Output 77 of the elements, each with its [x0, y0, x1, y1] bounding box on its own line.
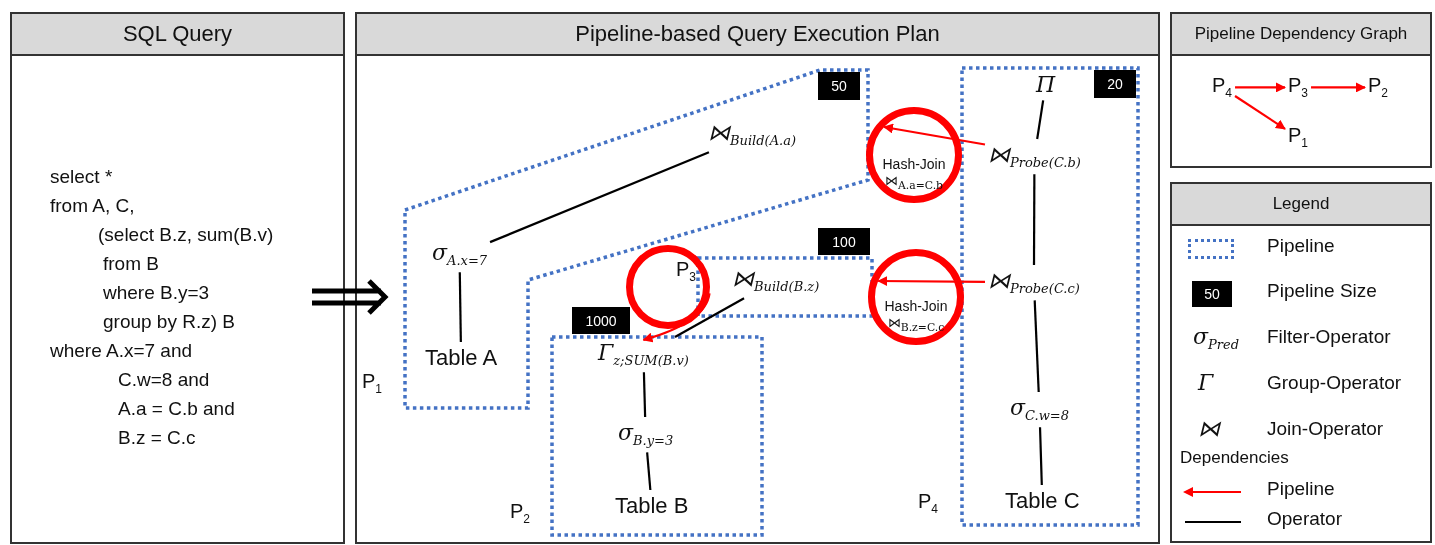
legend-symbol: ⋈: [1198, 416, 1220, 442]
arrow: [1311, 82, 1366, 93]
panel-header: SQL Query: [12, 14, 343, 56]
pipeline-label: P$_{4}$: [918, 490, 939, 517]
size-badge-swatch: 50: [1192, 281, 1232, 307]
operator-label: Γ$_{z;SUM(B.v)}$: [598, 340, 689, 370]
legend-text: Pipeline: [1267, 235, 1335, 257]
code-line: group by R.z) B: [103, 311, 235, 333]
size-badge: 100: [818, 228, 870, 255]
code-line: (select B.z, sum(B.v): [98, 224, 274, 246]
table-label: Table A: [425, 345, 498, 371]
code-line: B.z = C.c: [118, 427, 196, 449]
legend-symbol: σ$_{Pred}$: [1193, 324, 1239, 354]
size-badge: 1000: [572, 307, 630, 334]
table-label: Table C: [1005, 488, 1080, 514]
arrow: [883, 123, 986, 146]
panel: [10, 12, 345, 544]
hash-join-circle: [868, 249, 964, 345]
legend-text: Filter-Operator: [1267, 326, 1391, 348]
legend-symbol: Γ: [1198, 370, 1214, 396]
join-condition: ⋈$_{A.a=C.b}$: [883, 174, 945, 193]
connector-line: [646, 452, 652, 491]
panel-header: Pipeline Dependency Graph: [1172, 14, 1430, 56]
code-line: from B: [103, 253, 159, 275]
join-condition: ⋈$_{B.z=C.c}$: [886, 316, 946, 335]
arrow: [1234, 95, 1286, 130]
operator-label: σ$_{C.w=8}$: [1010, 395, 1069, 425]
table-label: Table B: [615, 493, 689, 519]
code-line: from A, C,: [50, 195, 135, 217]
highlight-circle: [626, 245, 710, 329]
panel: [1170, 182, 1432, 543]
join-label: Hash-Join: [883, 298, 949, 315]
pipeline-label: P$_{4}$: [1212, 74, 1233, 101]
operator-label: ⋈$_{Probe(C.b)}$: [988, 142, 1081, 172]
pipeline-label: P$_{2}$: [510, 500, 531, 527]
code-line: A.a = C.b and: [118, 398, 235, 420]
connector-line: [489, 151, 710, 244]
arrow: [642, 293, 711, 343]
pipeline-label: P$_{1}$: [1288, 124, 1309, 151]
legend-text: Join-Operator: [1267, 418, 1384, 440]
connector-line: [674, 297, 745, 338]
operator-label: ⋈$_{Build(A.a)}$: [708, 120, 796, 150]
panel-header: Pipeline-based Query Execution Plan: [357, 14, 1158, 56]
panel: [1170, 12, 1432, 168]
legend-heading: Dependencies: [1180, 448, 1289, 468]
legend-text: Pipeline Size: [1267, 280, 1377, 302]
pipeline-label: P$_{3}$: [676, 258, 697, 285]
operator-label: ⋈$_{Probe(C.c)}$: [988, 268, 1080, 298]
operator-label: σ$_{A.x=7}$: [432, 240, 488, 270]
connector-line: [1033, 300, 1040, 393]
code-line: where A.x=7 and: [50, 340, 193, 362]
operator-label: Π: [1036, 72, 1056, 98]
join-label: Hash-Join: [881, 156, 947, 173]
panel-header: Legend: [1172, 184, 1430, 226]
arrow: [1235, 82, 1286, 93]
connector-line: [1038, 427, 1043, 486]
size-badge: 20: [1094, 70, 1136, 98]
pipeline-label: P$_{1}$: [362, 370, 383, 397]
connector-line: [458, 272, 462, 342]
pipeline-label: P$_{3}$: [1288, 74, 1309, 101]
legend-text: Group-Operator: [1267, 372, 1402, 394]
hash-join-circle: [866, 107, 962, 203]
pipeline-label: P$_{2}$: [1368, 74, 1389, 101]
arrow: [877, 276, 985, 287]
connector-line: [1036, 100, 1045, 140]
double-arrow: [309, 278, 389, 316]
code-line: where B.y=3: [103, 282, 210, 304]
code-line: C.w=8 and: [118, 369, 210, 391]
pipeline-outline: [696, 256, 874, 318]
legend-text: Pipeline: [1267, 478, 1335, 500]
connector-line: [642, 372, 647, 418]
panel: [355, 12, 1160, 544]
legend-text: Operator: [1267, 508, 1342, 530]
code-line: select *: [50, 166, 113, 188]
size-badge: 50: [818, 72, 860, 100]
connector-line: [1032, 174, 1036, 265]
operator-label: σ$_{B.y=3}$: [618, 420, 674, 450]
